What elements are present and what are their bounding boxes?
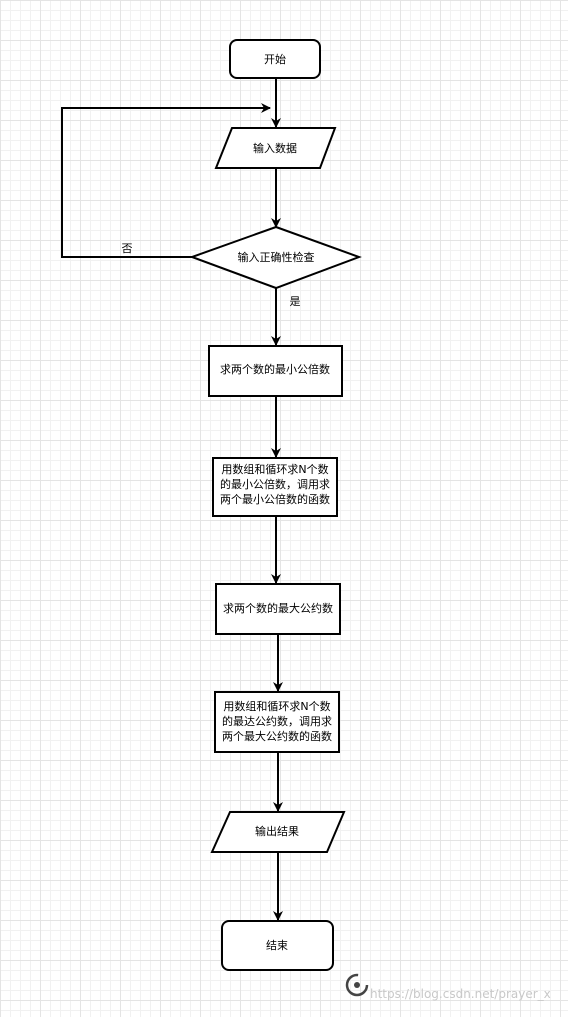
gcd-n-label-line-1: 用数组和循环求N个数 <box>223 699 330 713</box>
edges <box>61 78 283 921</box>
edge-labels: 否 是 <box>122 242 301 308</box>
watermark-logo-icon <box>345 973 369 997</box>
lcm-two-label: 求两个数的最小公倍数 <box>220 362 330 376</box>
end-node <box>221 920 334 971</box>
gcd-n-label-line-3: 两个最大公约数的函数 <box>222 729 332 743</box>
gcd-n-label-line-2: 的最达公约数，调用求 <box>222 714 332 728</box>
input-label: 输入数据 <box>253 141 297 155</box>
gcd-two-label: 求两个数的最大公约数 <box>223 601 333 615</box>
lcm-two-node <box>208 345 343 397</box>
lcm-n-node <box>212 457 338 517</box>
input-node <box>214 127 337 169</box>
check-label: 输入正确性检查 <box>238 250 315 264</box>
gcd-two-node <box>215 583 341 635</box>
start-node <box>229 39 321 79</box>
lcm-n-label-line-3: 两个最小公倍数的函数 <box>220 492 330 506</box>
lcm-n-label-line-2: 的最小公倍数，调用求 <box>220 477 330 491</box>
output-node <box>210 811 346 853</box>
node-labels: 开始 输入数据 输入正确性检查 求两个数的最小公倍数 用数组和循环求N个数 的最… <box>220 52 333 952</box>
lcm-n-label-line-1: 用数组和循环求N个数 <box>221 462 328 476</box>
gcd-n-node <box>214 691 340 753</box>
no-label: 否 <box>122 242 133 255</box>
output-label: 输出结果 <box>255 824 299 838</box>
watermark-text: https://blog.csdn.net/prayer_x <box>370 987 551 1001</box>
edge-check-no-loop <box>61 103 271 258</box>
yes-label: 是 <box>290 295 301 308</box>
check-node <box>189 225 362 290</box>
end-label: 结束 <box>266 939 288 952</box>
nodes <box>189 39 362 971</box>
start-label: 开始 <box>264 52 286 66</box>
watermark: https://blog.csdn.net/prayer_x <box>345 973 551 1001</box>
